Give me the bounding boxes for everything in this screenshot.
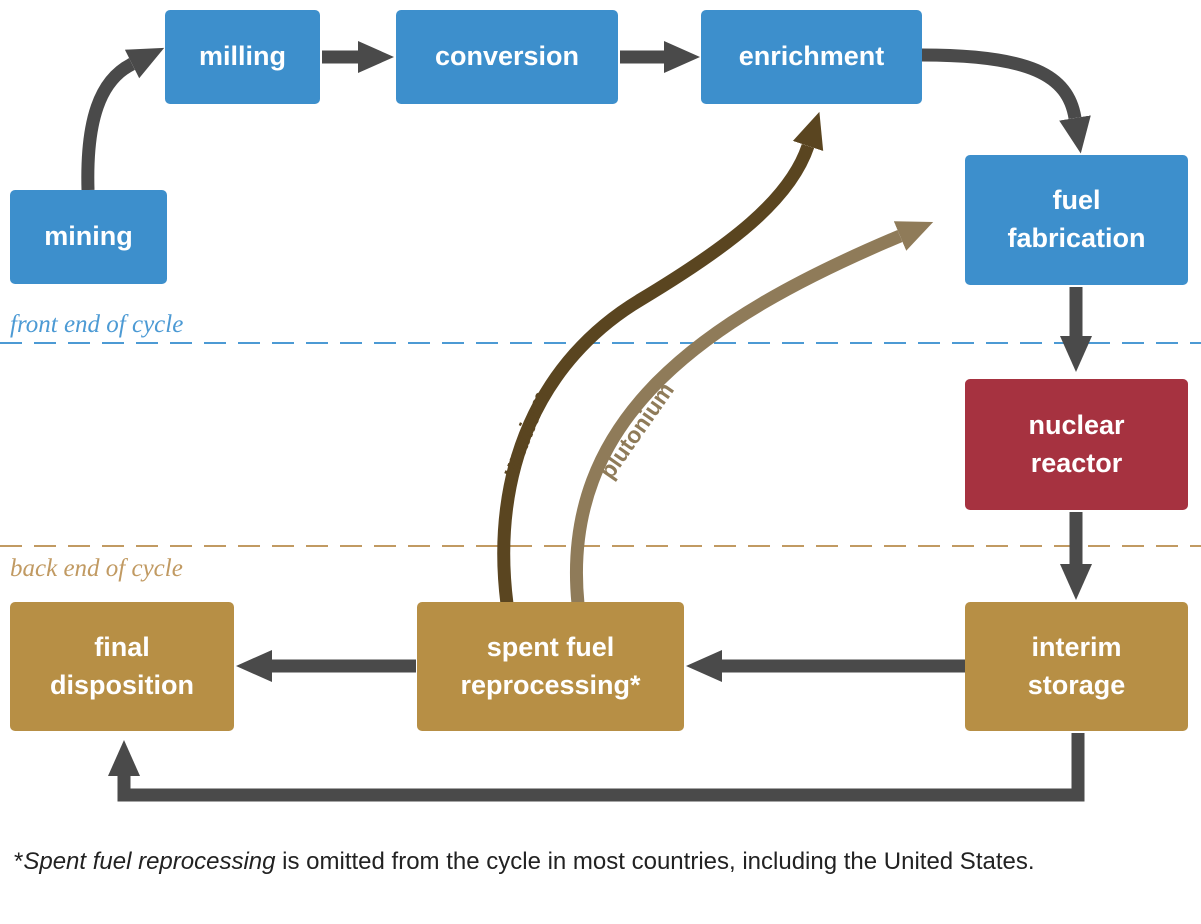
fuel-fabrication-node: fuel fabrication — [965, 155, 1188, 285]
milling-label: milling — [199, 41, 286, 72]
front-end-label: front end of cycle — [10, 311, 184, 338]
footnote-text: is omitted from the cycle in most countr… — [275, 848, 1035, 875]
nuclear-reactor-node: nuclear reactor — [965, 379, 1188, 510]
plutonium-flow-arrow — [570, 221, 934, 605]
interim-storage-node: interim storage — [965, 602, 1188, 731]
fuel-fabrication-label-line2: fabrication — [1007, 223, 1146, 253]
fuel-fabrication-label-line1: fuel — [1052, 185, 1101, 216]
enrichment-label: enrichment — [738, 41, 885, 72]
final-disposition-node: final disposition — [10, 602, 234, 731]
interim-storage-label-line2: storage — [1027, 669, 1126, 700]
conversion-label: conversion — [434, 41, 580, 72]
uranium-flow-label: uranium — [496, 387, 554, 481]
footnote: *Spent fuel reprocessing is omitted from… — [14, 845, 1184, 879]
arrow-storage-to-disposition — [108, 733, 1085, 802]
uranium-flow-arrow — [497, 111, 824, 605]
footnote-marker: * — [14, 848, 24, 875]
final-disposition-label-line2: disposition — [50, 669, 194, 700]
back-end-label: back end of cycle — [10, 555, 183, 582]
arrow-enrichment-to-fabrication — [921, 48, 1091, 154]
plutonium-flow-label: plutonium — [594, 377, 679, 483]
spent-fuel-reprocessing-node: spent fuel reprocessing* — [417, 602, 684, 731]
interim-storage-label-line1: interim — [1031, 631, 1122, 662]
mining-node: mining — [10, 190, 167, 284]
enrichment-node: enrichment — [701, 10, 922, 104]
conversion-node: conversion — [396, 10, 618, 104]
spent-fuel-reprocessing-label-line1: spent fuel — [486, 631, 615, 662]
nuclear-reactor-label-line1: nuclear — [1028, 409, 1125, 440]
nuclear-reactor-label-line2: reactor — [1030, 447, 1123, 478]
arrow-mining-to-milling — [81, 47, 165, 191]
footnote-term: Spent fuel reprocessing — [23, 848, 276, 875]
final-disposition-label-line1: final — [94, 631, 150, 662]
milling-node: milling — [165, 10, 320, 104]
spent-fuel-reprocessing-label-line2: reprocessing* — [460, 669, 641, 700]
mining-label: mining — [44, 221, 133, 252]
